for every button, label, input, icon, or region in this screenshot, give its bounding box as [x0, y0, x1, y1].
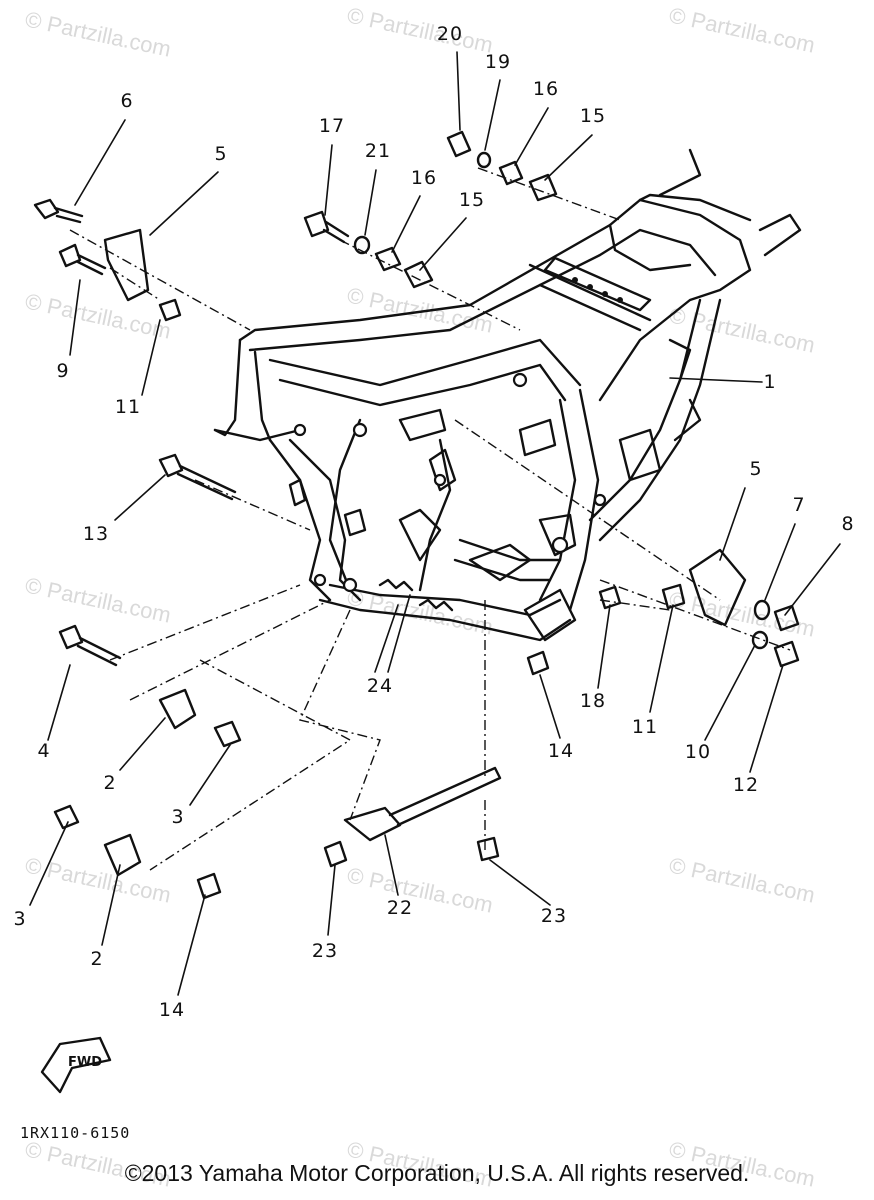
collar-16 — [374, 246, 402, 272]
bracket-2-lower — [103, 833, 142, 877]
spring-24 — [378, 578, 414, 592]
watermark: © Partzilla.com — [667, 2, 817, 57]
engine-bracket-5 — [103, 228, 150, 302]
callout-number: 4 — [37, 740, 50, 762]
callout-number: 2 — [90, 948, 103, 970]
callout-number: 23 — [541, 905, 567, 927]
bolt-hole — [593, 493, 607, 507]
copyright-notice: ©2013 Yamaha Motor Corporation, U.S.A. A… — [124, 1160, 750, 1186]
nut-11-right — [661, 583, 686, 610]
bolt-23 — [323, 840, 348, 868]
bolt-hole — [342, 577, 358, 593]
washer-21 — [353, 235, 371, 255]
callout-number: 9 — [56, 360, 69, 382]
leader-lines — [29, 51, 841, 996]
bolt-hole — [293, 423, 307, 437]
bolt-23-right — [476, 836, 500, 862]
spring-24 — [418, 598, 454, 612]
callout-number: 10 — [685, 741, 711, 763]
bolt-4 — [58, 624, 122, 667]
main-frame — [213, 148, 802, 642]
stay-22 — [343, 766, 502, 842]
callout-number: 3 — [171, 806, 184, 828]
bolt-3 — [213, 720, 242, 748]
watermark: © Partzilla.com — [23, 288, 173, 343]
callout-number: 16 — [411, 167, 437, 189]
nut-14-lower — [196, 872, 222, 900]
callout-number: 11 — [115, 396, 141, 418]
callout-number: 3 — [13, 908, 26, 930]
callout-number: 5 — [214, 143, 227, 165]
callout-number: 17 — [319, 115, 345, 137]
nut-14 — [526, 650, 550, 676]
callout-number: 18 — [580, 690, 606, 712]
watermark: © Partzilla.com — [345, 282, 495, 337]
collar-16-top — [498, 160, 524, 186]
bolt-hole — [512, 372, 528, 388]
bolt-17 — [303, 210, 350, 244]
nut-20 — [446, 130, 472, 158]
callout-number: 16 — [533, 78, 559, 100]
washer-7 — [753, 599, 771, 621]
nut-12 — [773, 640, 800, 668]
callout-number: 15 — [580, 105, 606, 127]
bolt-hole — [551, 536, 569, 554]
callout-number: 14 — [159, 999, 185, 1021]
callout-number: 1 — [763, 371, 776, 393]
callout-number: 2 — [103, 772, 116, 794]
washer-10 — [751, 630, 769, 650]
washer-19 — [476, 151, 492, 169]
callout-layer: 2019161517211615659111135784241811101214… — [13, 23, 854, 1021]
watermark: © Partzilla.com — [23, 572, 173, 627]
watermark: © Partzilla.com — [23, 852, 173, 907]
bolt-6 — [33, 198, 84, 224]
callout-number: 24 — [367, 675, 393, 697]
callout-number: 12 — [733, 774, 759, 796]
engine-bracket-5-right — [688, 548, 747, 627]
cross-plate — [543, 256, 652, 312]
callout-number: 23 — [312, 940, 338, 962]
bolt-hole — [352, 422, 368, 438]
watermark: © Partzilla.com — [345, 862, 495, 917]
callout-number: 20 — [437, 23, 463, 45]
watermark: © Partzilla.com — [345, 2, 495, 57]
damper-15-top — [528, 173, 558, 202]
diagram-code: 1RX110-6150 — [20, 1124, 131, 1142]
damper-15 — [403, 260, 434, 289]
callout-number: 13 — [83, 523, 109, 545]
fwd-label: FWD — [68, 1055, 102, 1070]
bolt-9 — [58, 243, 107, 276]
bolt-13 — [158, 453, 237, 501]
forward-arrow-icon: FWD — [40, 1036, 112, 1094]
callout-number: 22 — [387, 897, 413, 919]
watermark: © Partzilla.com — [23, 6, 173, 61]
callout-number: 8 — [841, 513, 854, 535]
hardware-parts — [33, 130, 800, 900]
callout-number: 6 — [120, 90, 133, 112]
callout-number: 19 — [485, 51, 511, 73]
watermark: © Partzilla.com — [667, 852, 817, 907]
bracket-2 — [158, 688, 197, 730]
nut-18 — [598, 585, 622, 610]
bolt-hole — [433, 473, 447, 487]
callout-number: 11 — [632, 716, 658, 738]
nut-11 — [158, 298, 182, 322]
nut-8 — [773, 604, 800, 632]
bolt-3-lower — [53, 804, 80, 830]
assembly-lines — [69, 167, 791, 871]
callout-number: 7 — [792, 494, 805, 516]
callout-number: 14 — [548, 740, 574, 762]
callout-number: 15 — [459, 189, 485, 211]
callout-number: 21 — [365, 140, 391, 162]
bolt-hole — [313, 573, 327, 587]
callout-number: 5 — [749, 458, 762, 480]
